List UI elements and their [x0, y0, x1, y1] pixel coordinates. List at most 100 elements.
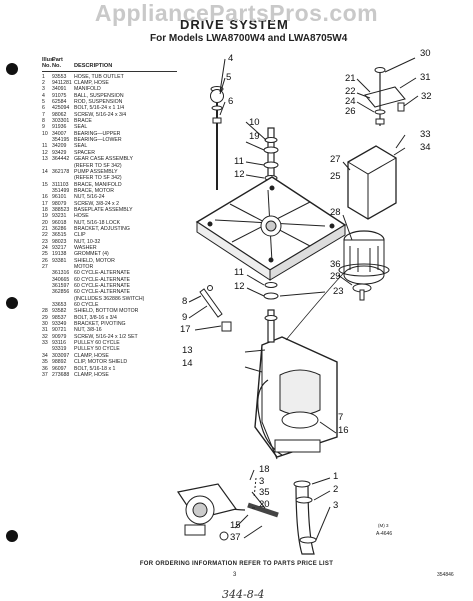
- handwritten-note: 344-8-4: [222, 588, 265, 601]
- illus-no: 23: [42, 238, 48, 245]
- part-no: 351499: [52, 187, 70, 194]
- part-no: 19138: [52, 251, 67, 258]
- callout-33: 33: [420, 129, 431, 140]
- description: PULLEY 50 CYCLE: [74, 346, 120, 353]
- description: CLAMP, HOSE: [74, 352, 109, 359]
- illus-no: 9: [42, 124, 45, 131]
- part-no: 90979: [52, 333, 67, 340]
- callout-1: 1: [333, 471, 339, 482]
- part-no: 96101: [52, 194, 67, 201]
- description: 60 CYCLE-ALTERNATE: [74, 270, 131, 277]
- callout-13: 13: [182, 345, 193, 356]
- description: CLIP, MOTOR SHIELD: [74, 359, 128, 366]
- drawing-ref: (M) 3: [378, 523, 389, 528]
- part-no: 340665: [52, 276, 70, 283]
- part-no: 91075: [52, 92, 67, 99]
- ordering-instruction: FOR ORDERING INFORMATION REFER TO PARTS …: [139, 561, 334, 567]
- callout-24: 24: [345, 96, 356, 107]
- description: (INCLUDES 362886 SWITCH): [74, 295, 145, 302]
- parts-row: 20 96018 NUT, 5/16-18 LOCK: [42, 220, 177, 226]
- illus-no: 20: [42, 219, 48, 226]
- part-no: 354195: [52, 137, 70, 144]
- description: BRACE, MOTOR: [74, 187, 114, 194]
- callout-16: 16: [338, 425, 349, 436]
- header-part-no: No.: [52, 63, 62, 70]
- part-no: 93381: [52, 257, 67, 264]
- description: (REFER TO SF 342): [74, 175, 122, 182]
- illus-no: 13: [42, 156, 48, 163]
- illus-no: 34: [42, 352, 48, 359]
- description: SHIELD, MOTOR: [74, 257, 115, 264]
- illus-no: 5: [42, 99, 45, 106]
- part-no: 388523: [52, 206, 70, 213]
- callout-31: 31: [420, 72, 431, 83]
- illus-no: 37: [42, 371, 48, 378]
- callout-8: 8: [182, 296, 188, 307]
- description: 60 CYCLE-ALTERNATE: [74, 276, 131, 283]
- description: BEARING—LOWER: [74, 137, 122, 144]
- description: NUT, 5/16-18 LOCK: [74, 219, 121, 226]
- parts-row: 15 311103 BRACE, MANIFOLD: [42, 182, 177, 188]
- illus-no: 10: [42, 130, 48, 137]
- illus-no: 12: [42, 149, 48, 156]
- header-no: No.: [42, 63, 52, 70]
- tub-outlet-hose: [295, 483, 315, 555]
- description: HOSE, TUB OUTLET: [74, 73, 124, 80]
- description: GROMMET (4): [74, 251, 109, 258]
- illus-no: 36: [42, 365, 48, 372]
- part-no: 361597: [52, 283, 70, 290]
- callout-35: 35: [259, 487, 270, 498]
- part-no: 364442: [52, 156, 70, 163]
- part-no: 311103: [52, 181, 69, 188]
- description: BRACE, MANIFOLD: [74, 181, 122, 188]
- callout-32: 32: [421, 91, 432, 102]
- part-no: 362178: [52, 168, 70, 175]
- callout-12b: 12: [234, 281, 245, 292]
- illus-no: 11: [42, 143, 48, 150]
- part-no: 34209: [52, 143, 67, 150]
- part-no: 361316: [52, 270, 70, 277]
- callout-11b: 11: [234, 267, 244, 278]
- description: ROD, SUSPENSION: [74, 99, 123, 106]
- callout-18: 18: [259, 464, 270, 475]
- description: GEAR CASE ASSEMBLY: [74, 156, 134, 163]
- illus-no: 15: [42, 181, 48, 188]
- callout-38: 3: [259, 476, 265, 487]
- illus-no: 29: [42, 314, 48, 321]
- part-no: 96018: [52, 219, 67, 226]
- description: CLAMP, HOSE: [74, 80, 109, 87]
- parts-row: 361316 60 CYCLE-ALTERNATE: [42, 270, 177, 276]
- part-no: 93582: [52, 308, 67, 315]
- drawing-number: A-4646: [376, 531, 393, 537]
- callout-23: 23: [333, 286, 344, 297]
- description: MOTOR: [74, 264, 94, 270]
- callout-9: 9: [182, 312, 188, 323]
- illus-no: 1: [42, 73, 45, 80]
- callout-19: 19: [249, 131, 260, 142]
- part-no: 273688: [52, 371, 70, 378]
- callout-36: 36: [330, 259, 341, 270]
- description: MANIFOLD: [74, 86, 101, 93]
- header-part: Part: [52, 57, 63, 63]
- callout-14: 14: [182, 358, 193, 369]
- parts-row: 340665 60 CYCLE-ALTERNATE: [42, 277, 177, 283]
- page-number: 3: [233, 572, 237, 578]
